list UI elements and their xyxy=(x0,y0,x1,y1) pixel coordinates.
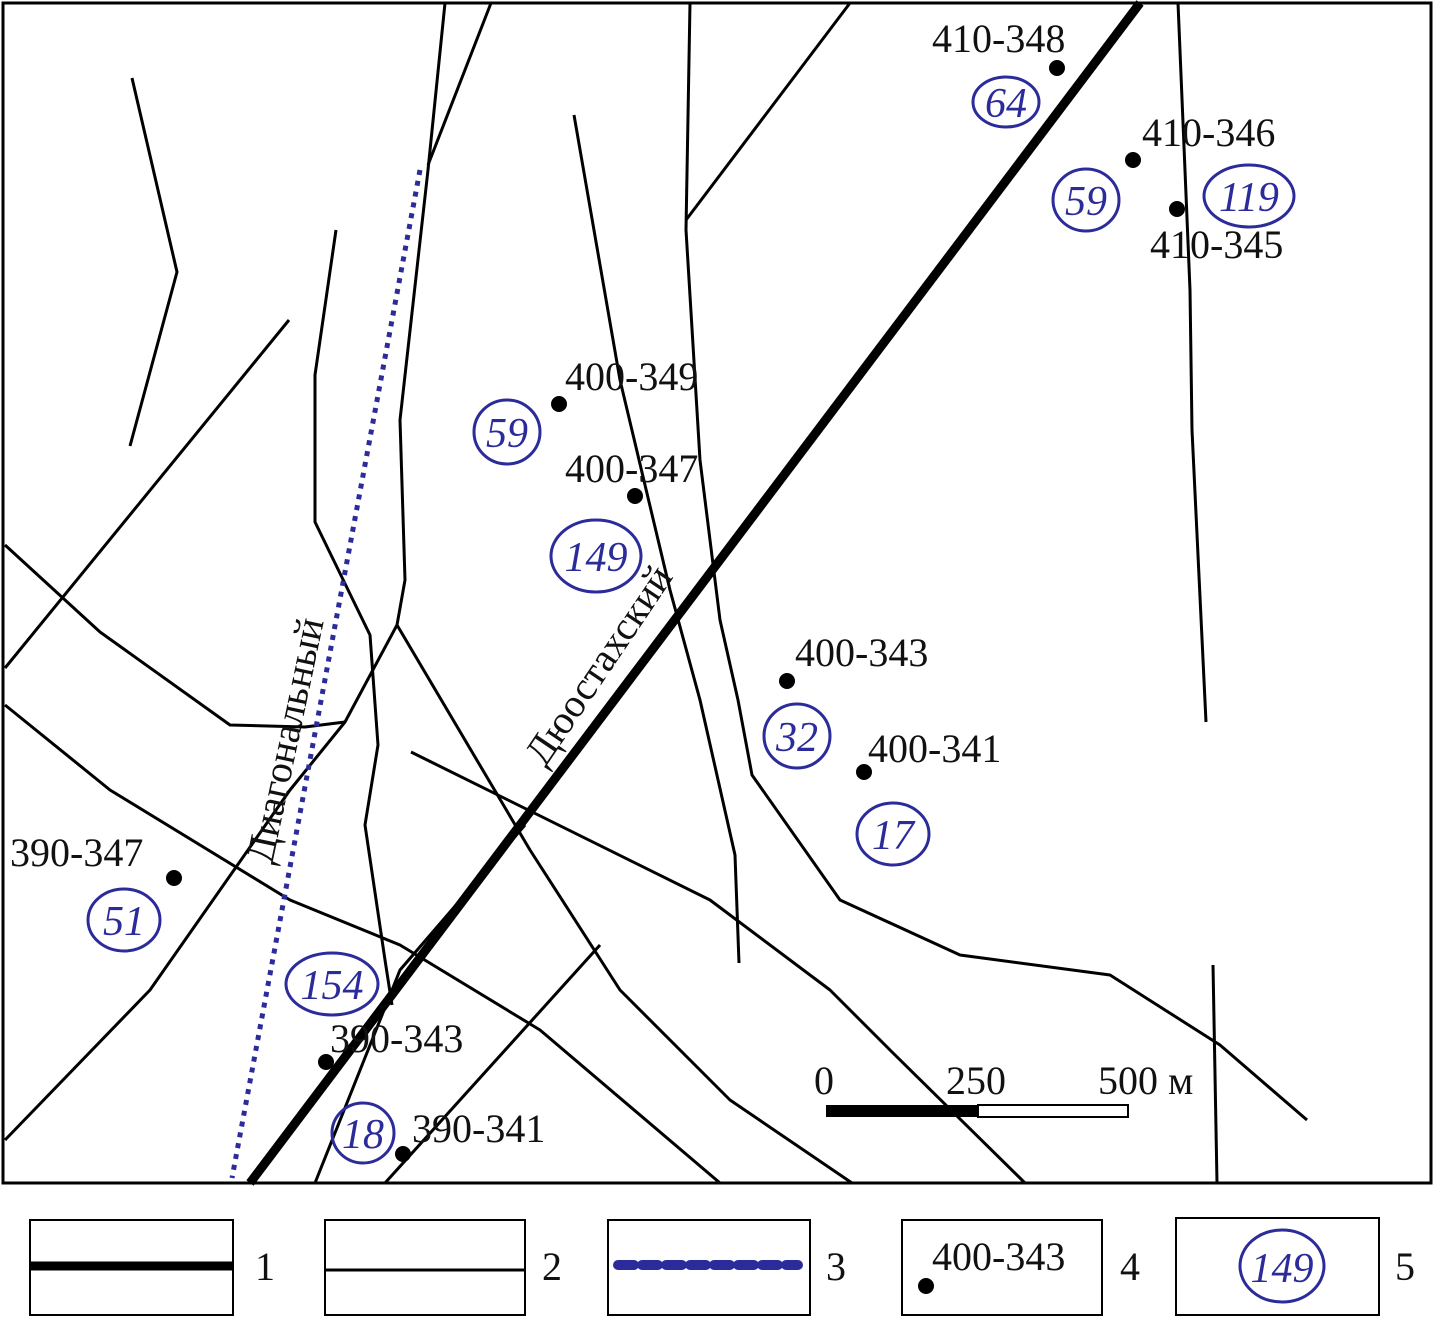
well-dot xyxy=(166,870,182,886)
legend-box xyxy=(607,1219,811,1316)
fault-line xyxy=(426,2,493,166)
well-id: 400-349 xyxy=(565,354,698,399)
well: 400-349 59 xyxy=(472,354,698,466)
well-id: 410-348 xyxy=(932,16,1065,61)
well: 400-347 149 xyxy=(549,446,698,594)
value-ellipse xyxy=(472,398,542,466)
value-ellipse xyxy=(855,801,931,867)
scale-segment-dark xyxy=(826,1105,978,1117)
fault-line xyxy=(3,543,399,729)
well-value: 119 xyxy=(1219,175,1279,221)
fault-line xyxy=(684,2,1308,1122)
fault-line xyxy=(3,721,347,1142)
value-ellipse xyxy=(971,75,1041,129)
well-dot xyxy=(856,764,872,780)
well-id: 410-346 xyxy=(1142,110,1275,155)
well-id: 410-345 xyxy=(1150,222,1283,267)
legend-value-ellipse xyxy=(1238,1228,1326,1304)
legend-number: 1 xyxy=(255,1244,275,1289)
well-value: 64 xyxy=(985,81,1027,127)
scale-tick: 500 м xyxy=(1098,1058,1193,1103)
value-ellipse xyxy=(1202,163,1296,229)
fault-line xyxy=(410,750,1027,1185)
wells: 410-34864410-34659410-345119400-34959400… xyxy=(10,16,1296,1165)
legend-number: 5 xyxy=(1395,1244,1415,1289)
legend-value: 149 xyxy=(1251,1246,1314,1292)
well-value: 51 xyxy=(103,899,145,945)
fault-line xyxy=(1176,2,1208,723)
well-dot xyxy=(318,1054,334,1070)
fault-line xyxy=(572,114,741,964)
legend-number: 2 xyxy=(542,1244,562,1289)
value-ellipse xyxy=(762,702,832,770)
well-value: 18 xyxy=(342,1112,384,1158)
well-id: 390-341 xyxy=(412,1106,545,1151)
well-value: 59 xyxy=(1065,179,1107,225)
well: 390-341 18 xyxy=(330,1101,545,1165)
legend-well-label: 400-343 xyxy=(932,1234,1065,1279)
fault-line xyxy=(383,943,602,1185)
well: 400-343 32 xyxy=(762,630,928,770)
legend: 1 2 3 400-343 4 149 5 xyxy=(29,1217,1415,1316)
fault-line xyxy=(1211,964,1219,1184)
value-ellipse xyxy=(549,518,643,594)
well: 390-347 51 xyxy=(10,830,182,953)
well-id: 390-347 xyxy=(10,830,143,875)
fault-line xyxy=(684,2,852,221)
well: 410-346 59 xyxy=(1051,110,1275,233)
fault-line xyxy=(3,319,291,669)
well-dot xyxy=(551,396,567,412)
well-value: 32 xyxy=(775,715,818,761)
legend-well-dot xyxy=(918,1278,934,1294)
well: 390-343 154 xyxy=(284,951,463,1070)
well-id: 400-341 xyxy=(868,726,1001,771)
legend-number: 3 xyxy=(826,1244,846,1289)
well-value: 154 xyxy=(301,963,364,1009)
well-dot xyxy=(1169,201,1185,217)
well-value: 59 xyxy=(486,411,528,457)
fault-line xyxy=(4,703,721,1185)
major-fault-duostakh xyxy=(246,0,1144,1186)
well-id: 390-343 xyxy=(330,1016,463,1061)
well-id: 400-343 xyxy=(795,630,928,675)
value-ellipse xyxy=(284,951,380,1017)
well: 410-348 64 xyxy=(932,16,1065,129)
well-value: 17 xyxy=(872,813,916,859)
well-dot xyxy=(1125,152,1141,168)
well-dot xyxy=(779,673,795,689)
value-ellipse xyxy=(330,1101,396,1165)
minor-faults xyxy=(3,2,1308,1185)
well-value: 149 xyxy=(565,535,628,581)
fault-line xyxy=(128,77,179,447)
well-dot xyxy=(395,1146,411,1162)
value-ellipse xyxy=(1051,167,1121,233)
well-dot xyxy=(1049,60,1065,76)
well-id: 400-347 xyxy=(565,446,698,491)
scale-bar: 0 250 500 м xyxy=(814,1058,1193,1118)
value-ellipse xyxy=(86,887,162,953)
scale-segment-light xyxy=(977,1104,1129,1118)
legend-box xyxy=(901,1219,1103,1316)
legend-box xyxy=(324,1219,526,1316)
scale-tick: 0 xyxy=(814,1058,834,1103)
legend-box xyxy=(1175,1217,1380,1316)
fault-line xyxy=(395,2,447,626)
legend-number: 4 xyxy=(1120,1244,1140,1289)
fault-line xyxy=(395,624,853,1185)
well: 400-341 17 xyxy=(855,726,1001,867)
well-dot xyxy=(627,488,643,504)
scale-tick: 250 xyxy=(946,1058,1006,1103)
